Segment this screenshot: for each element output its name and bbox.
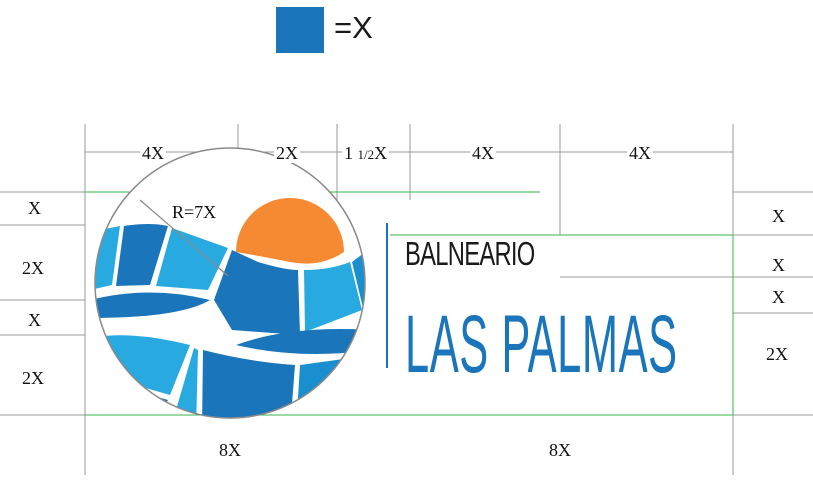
brand-line-las-palmas: LAS PALMAS bbox=[405, 299, 678, 390]
dim-left-1: X bbox=[28, 198, 41, 218]
dim-right-3: X bbox=[772, 287, 785, 307]
dim-left-4: 2X bbox=[22, 368, 44, 388]
dim-right-1: X bbox=[772, 206, 785, 226]
dim-bottom-1: 8X bbox=[219, 440, 241, 460]
dim-right-4: 2X bbox=[766, 344, 788, 364]
sun-shape bbox=[236, 198, 344, 264]
legend-unit-swatch bbox=[276, 7, 324, 53]
dim-left-2: 2X bbox=[22, 258, 44, 278]
radius-line bbox=[139, 199, 229, 277]
brand-line-balneario: BALNEARIO bbox=[405, 235, 535, 272]
dim-top-4: 4X bbox=[470, 143, 496, 163]
dim-bottom-2: 8X bbox=[549, 440, 571, 460]
dim-right-2: X bbox=[772, 255, 785, 275]
dim-left-3: X bbox=[28, 310, 41, 330]
wave-shape bbox=[95, 292, 210, 318]
legend-unit-label: =X bbox=[334, 10, 373, 45]
dim-top-2: 2X bbox=[274, 143, 300, 163]
dim-top-1: 4X bbox=[140, 143, 166, 163]
dim-top-5: 4X bbox=[627, 143, 653, 163]
horizontal-guides bbox=[0, 151, 813, 416]
dim-top-3: 1 1/2X bbox=[342, 143, 390, 165]
construction-circle bbox=[94, 147, 366, 419]
radius-label: R=7X bbox=[172, 202, 217, 222]
